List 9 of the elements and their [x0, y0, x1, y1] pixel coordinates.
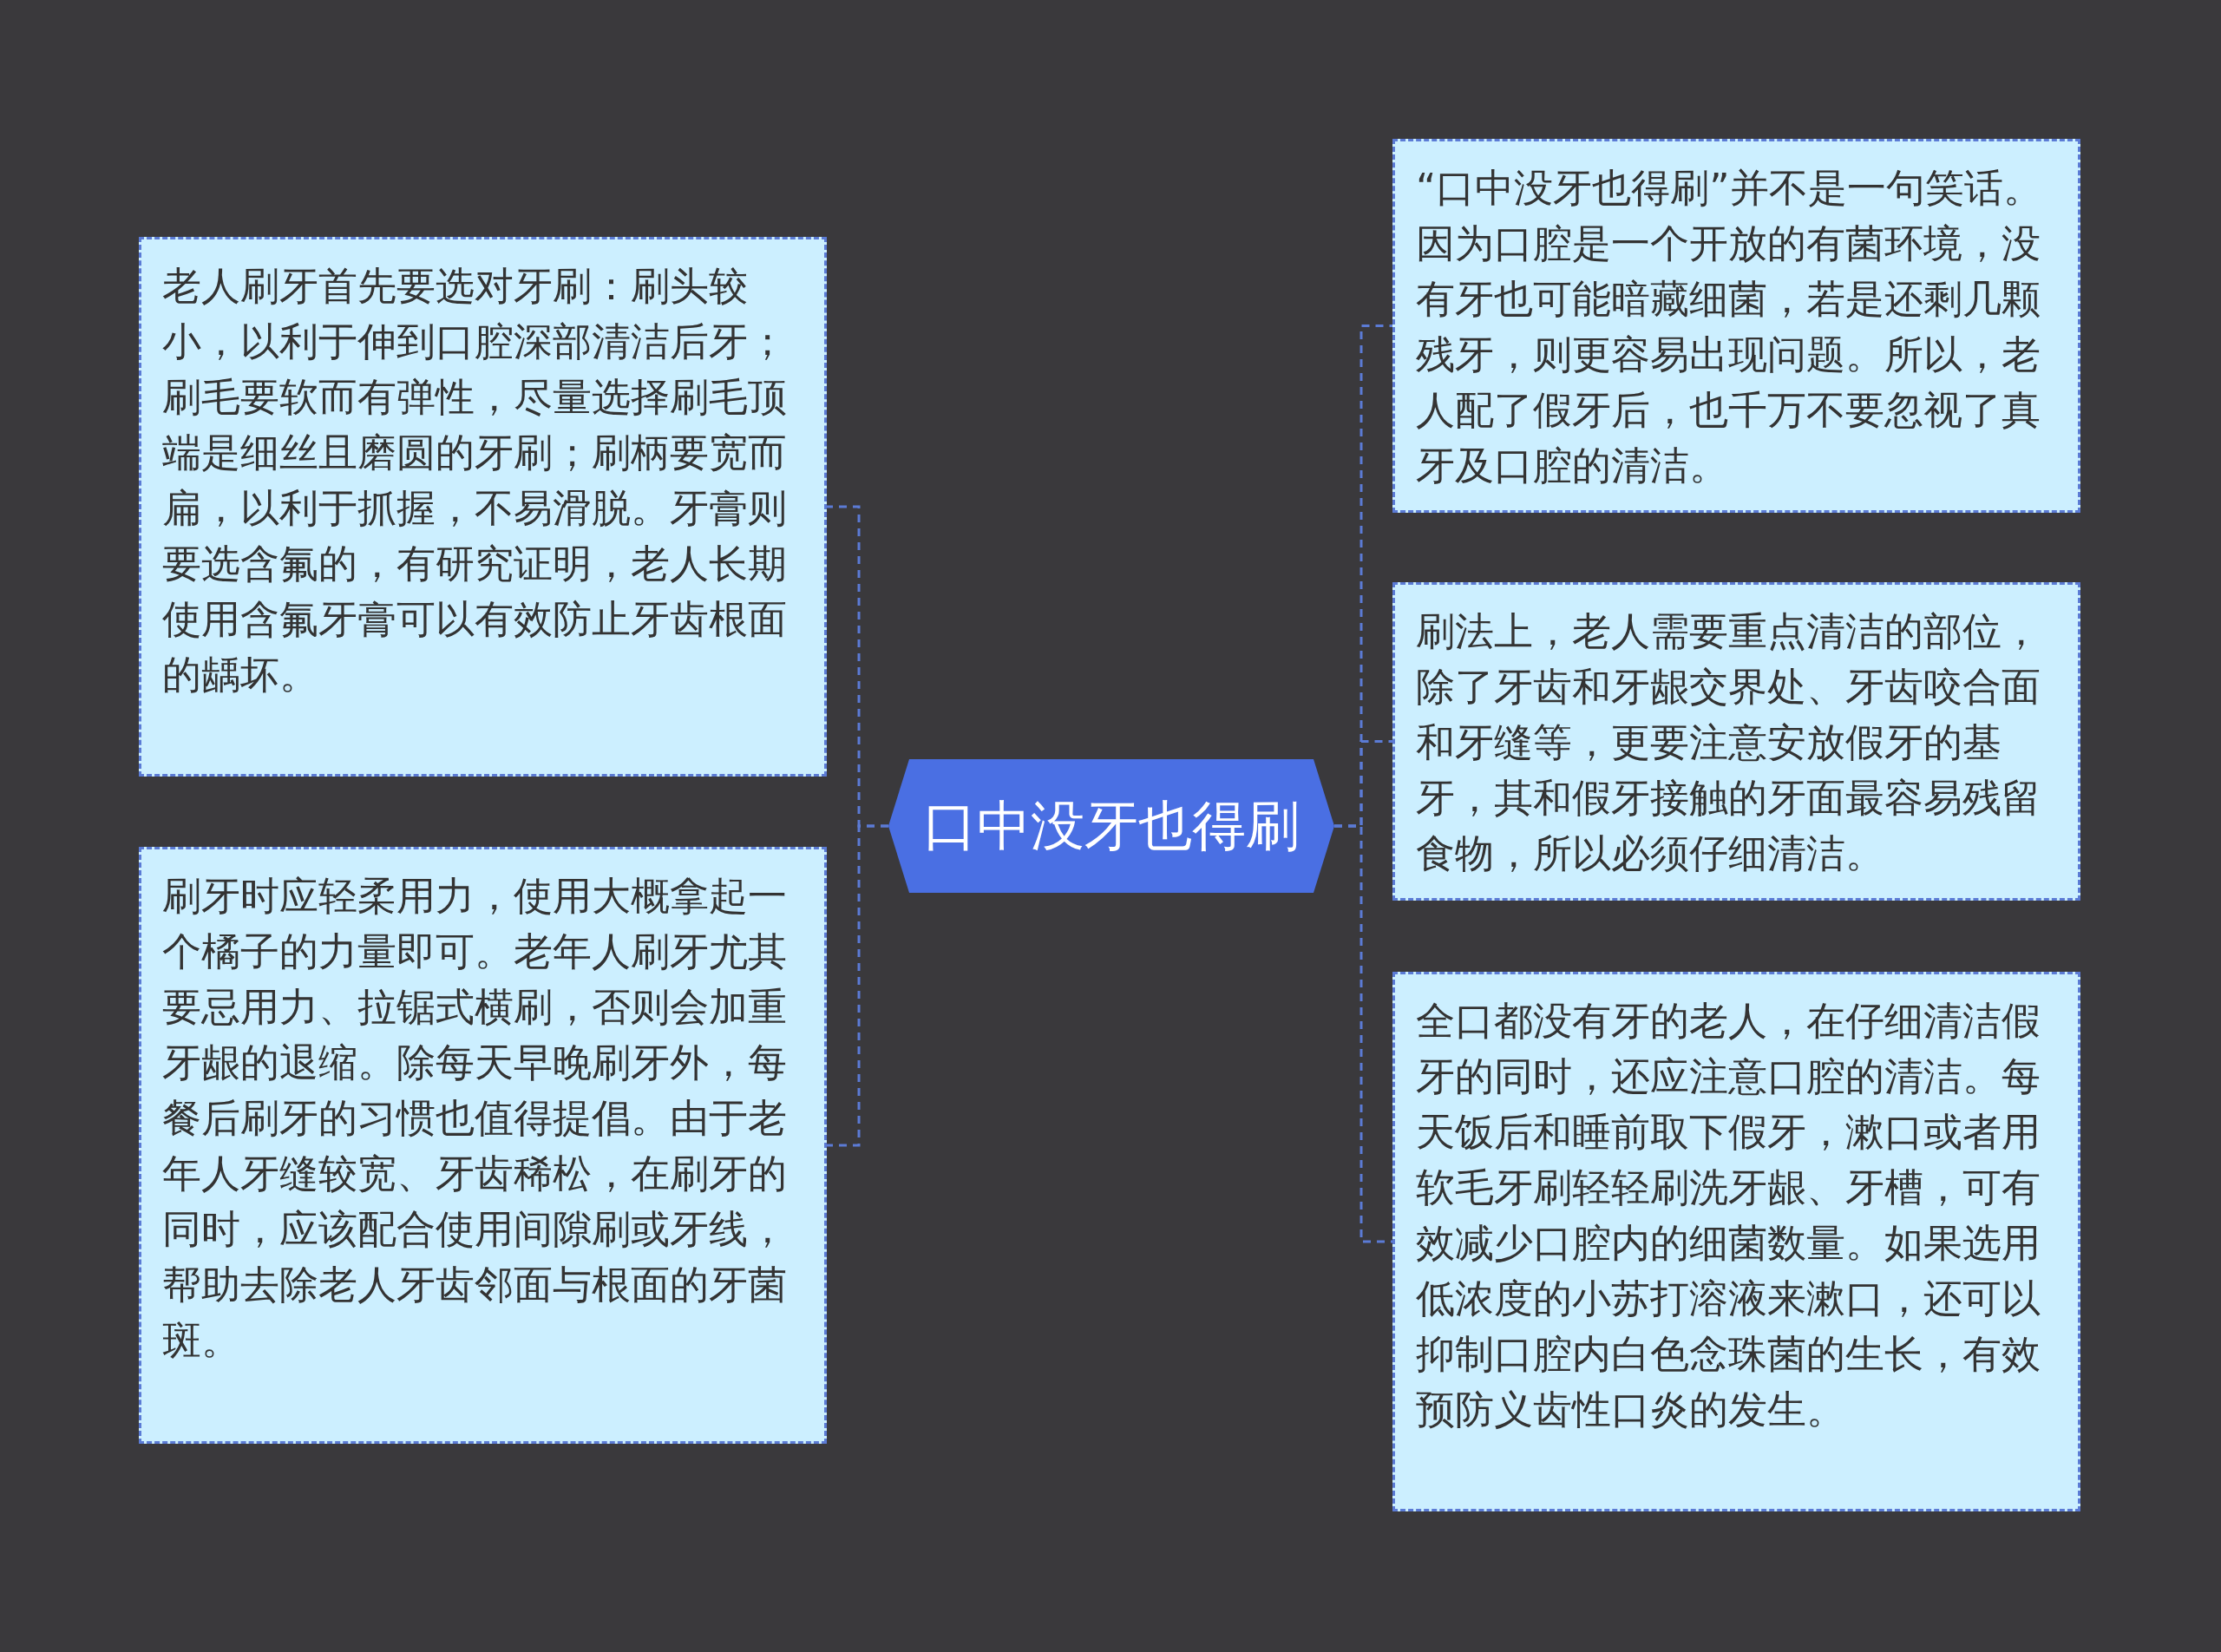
- connector-line: [827, 824, 888, 1147]
- text-card: 老人刷牙首先要选对牙刷：刷头较小，以利于伸到口腔深部清洁后牙；刷毛要软而有弹性，尽量选择刷毛顶端是细丝且磨圆的牙刷；刷柄要宽而扁，以利于抓握，不易滑脱。牙膏则要选含氟的，有研究证明，老人长期使用含氟牙膏可以有效防止牙齿根面的龋坏。: [139, 237, 827, 777]
- text-card: 刷法上，老人需要重点清洁的部位，除了牙齿和牙龈交界处、牙齿咬合面和牙缝等，更要注意安放假牙的基牙，其和假牙接触的牙面最容易残留食物，所以必须仔细清洁。: [1392, 582, 2080, 901]
- topic-hexagon: [888, 759, 1334, 893]
- text-card: “口中没牙也得刷”并不是一句笑话。因为口腔是一个开放的有菌环境，没有牙也可能暗藏细菌，若是还剩几颗残牙，则更容易出现问题。所以，老人配了假牙后，也千万不要忽视了真牙及口腔的清洁。: [1392, 139, 2080, 513]
- connector-line: [1334, 824, 1392, 1243]
- topic-title: 口中没牙也得刷: [923, 793, 1300, 859]
- text-card: 刷牙时应轻柔用力，使用大概拿起一个橘子的力量即可。老年人刷牙尤其要忌用力、拉锯式横刷，否则会加重牙龈的退缩。除每天早晚刷牙外，每餐后刷牙的习惯也值得提倡。由于老年人牙缝较宽、牙齿稀松，在刷牙的同时，应该配合使用间隙刷或牙线，帮助去除老人牙齿邻面与根面的牙菌斑。: [139, 847, 827, 1444]
- text-card: 全口都没有牙的老人，在仔细清洁假牙的同时，还应注意口腔的清洁。每天饭后和睡前取下假牙，漱口或者用软毛牙刷轻轻刷洗牙龈、牙槽，可有效减少口腔内的细菌数量。如果选用低浓度的小苏打溶液来漱口，还可以抑制口腔内白色念珠菌的生长，有效预防义齿性口炎的发生。: [1392, 972, 2080, 1511]
